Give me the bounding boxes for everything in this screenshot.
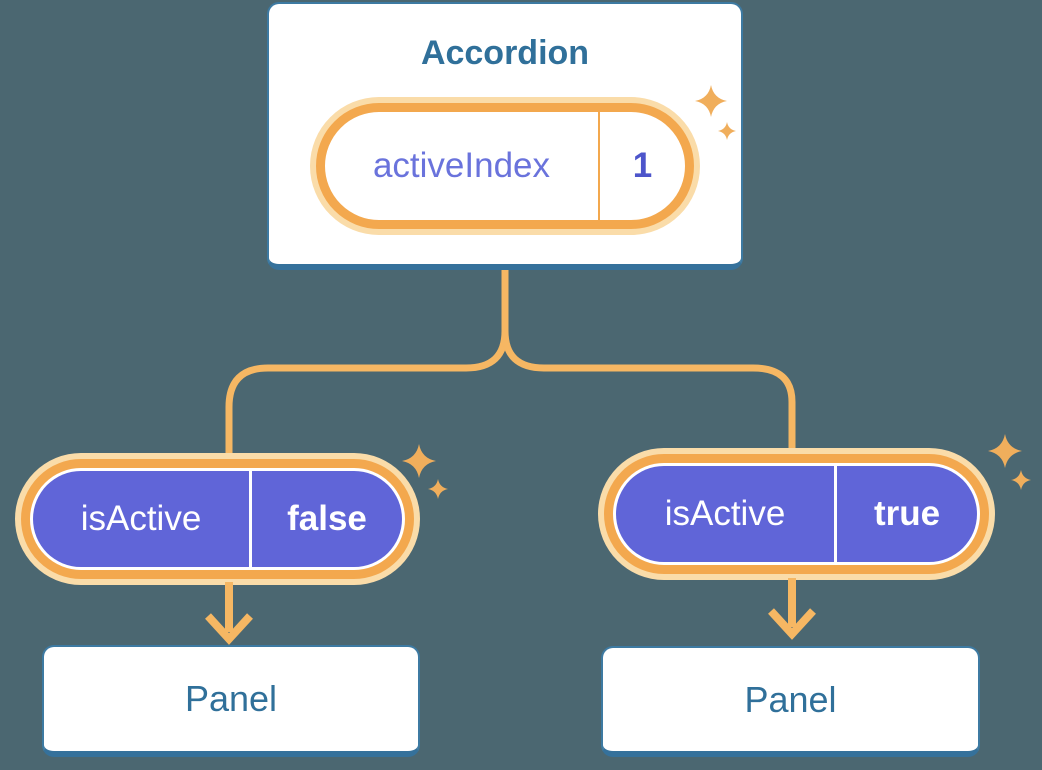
state-pill-label: activeIndex [372, 146, 551, 185]
prop-pill-right-value: true [873, 494, 941, 533]
sparkle-icon [988, 434, 1022, 468]
accordion-title: Accordion [420, 34, 590, 72]
sparkle-icon [1011, 470, 1031, 490]
prop-pill-right: isActive true [604, 454, 989, 574]
state-pill: activeIndex 1 [316, 103, 694, 229]
state-pill-divider [598, 112, 600, 220]
sparkle-icon [402, 444, 436, 478]
connector-branch-right [501, 270, 796, 452]
state-pill-value: 1 [632, 146, 653, 185]
panel-card-right: Panel [601, 646, 980, 757]
arrow-down-icon [768, 578, 816, 640]
panel-card-left: Panel [42, 645, 420, 757]
sparkle-icon [428, 479, 448, 499]
prop-pill-left-body: isActive false [33, 471, 402, 567]
arrow-down-icon [205, 582, 253, 645]
prop-pill-right-body: isActive true [616, 466, 977, 562]
connector-branch-left [225, 270, 509, 457]
prop-pill-left-value: false [287, 499, 367, 538]
prop-pill-left-divider [249, 471, 252, 567]
prop-pill-left-label: isActive [80, 499, 202, 538]
prop-pill-left: isActive false [21, 459, 414, 579]
panel-left-title: Panel [184, 678, 278, 719]
prop-pill-right-label: isActive [664, 494, 786, 533]
prop-pill-right-divider [834, 466, 837, 562]
panel-right-title: Panel [744, 678, 837, 720]
